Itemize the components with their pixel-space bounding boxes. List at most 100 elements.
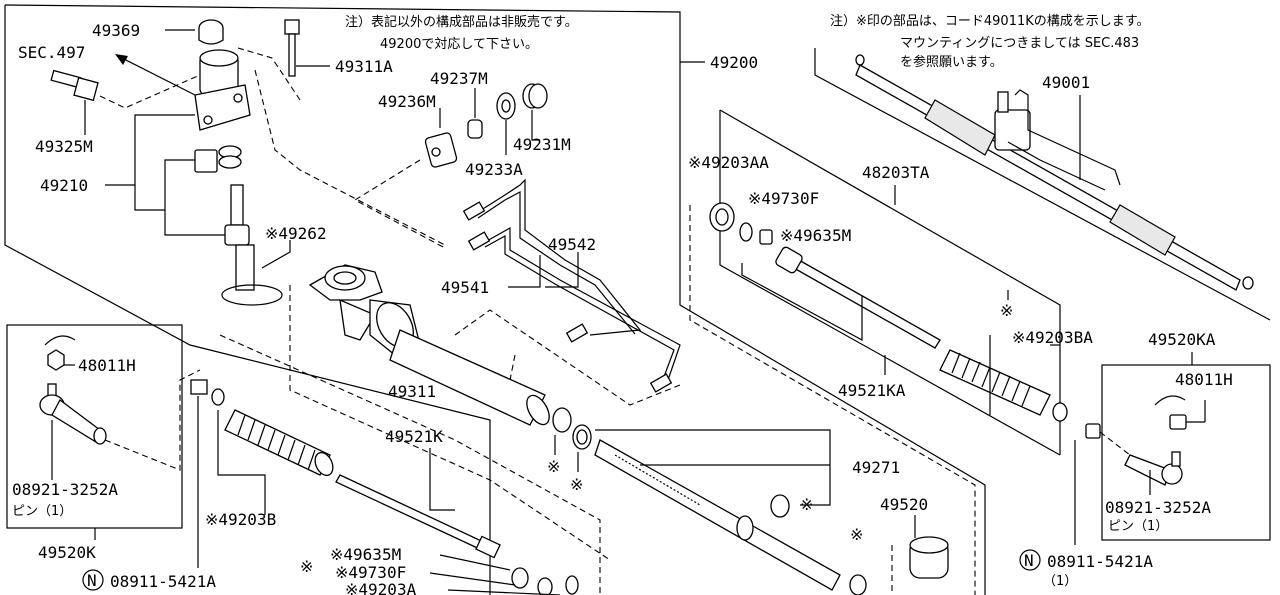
leader-49271: [595, 429, 831, 506]
label-49262: ※49262: [265, 224, 327, 243]
boot-49203BA: [939, 349, 1068, 422]
sec497-arrowhead: [115, 54, 128, 65]
bushing-49520: [909, 536, 949, 579]
asterisk-ring-bottom: ※: [850, 525, 863, 544]
label-49203AA: ※49203AA: [688, 153, 769, 172]
label-08911-left: 08911-5421A: [110, 572, 216, 591]
label-49325M: 49325M: [35, 137, 93, 156]
label-49203BA: ※49203BA: [1012, 328, 1093, 347]
frame-49200-left: [4, 5, 491, 595]
label-49237M: 49237M: [430, 69, 488, 88]
leader-49542: [545, 252, 579, 288]
label-49203B: ※49203B: [205, 510, 276, 529]
ring-bottom: [849, 574, 867, 595]
label-49311: 49311: [388, 382, 436, 401]
label-49520KA: 49520KA: [1148, 330, 1216, 349]
leader-49231M: [531, 110, 540, 141]
rack-49271: [594, 439, 841, 591]
right-lock-49635M: [759, 229, 773, 245]
leader-49203A: [447, 589, 561, 595]
spring-49237M: [467, 119, 483, 139]
label-49520: 49520: [880, 495, 928, 514]
tie-rod-49521KA: [775, 246, 941, 349]
right-washer-49730F: [739, 222, 753, 242]
leader-49210-a: [105, 114, 195, 186]
label-48203TA: 48203TA: [862, 163, 930, 182]
yoke-49236M: [424, 132, 458, 168]
label-49200: 49200: [710, 53, 758, 72]
sec497-arrow-line: [121, 57, 196, 96]
label-49210: 49210: [40, 176, 88, 195]
leader-49635M-b: [439, 554, 511, 571]
circled-n-left: [82, 569, 104, 591]
note-top-right-line1: 注）※印の部品は、コード49011Kの構成を示します。: [830, 14, 1149, 29]
pressure-tubes: [462, 178, 681, 393]
leader-49521K: [429, 448, 455, 511]
label-49521K: 49521K: [385, 427, 443, 446]
plug-49231M: [522, 83, 548, 109]
circled-n-left-letter: N: [87, 571, 97, 590]
label-08911-right: 08911-5421A: [1047, 552, 1153, 571]
label-pin-right: ピン（1）: [1108, 519, 1168, 534]
note-top-center-line1: 注）表記以外の構成部品は非販売です。: [345, 14, 578, 30]
label-49635M-bottom: ※49635M: [330, 545, 401, 564]
label-qty-right: （1）: [1043, 574, 1077, 589]
label-49730F-bottom: ※49730F: [335, 563, 406, 582]
label-49730F-right: ※49730F: [748, 189, 819, 208]
label-49521KA: 49521KA: [838, 381, 906, 400]
pinion-housing: [194, 19, 251, 131]
boot-49203B: [224, 409, 334, 477]
tie-rod-49521K: [335, 474, 579, 595]
dash-bolt: [237, 47, 301, 101]
label-49231M: 49231M: [513, 135, 571, 154]
tie-rod-end-right: [1085, 395, 1187, 486]
dash-housing: [254, 69, 446, 246]
rack-seals: [552, 407, 790, 518]
asterisk-left-rod: ※: [300, 557, 313, 576]
label-49311A: 49311A: [335, 57, 393, 76]
asterisk-rack-seal: ※: [800, 495, 813, 514]
label-49271: 49271: [852, 458, 900, 477]
leader-49521KA: [741, 263, 863, 342]
right-clamp-49203AA: [709, 202, 735, 232]
frame-49200-right: [4, 4, 986, 595]
asterisk-seal2: ※: [570, 475, 583, 494]
leader-49730F-b: [429, 572, 516, 586]
frame-49001-bottom: [814, 48, 1271, 321]
label-08921-left: 08921-3252A: [12, 480, 118, 499]
small-ring-left: [190, 379, 225, 406]
label-sec497: SEC.497: [18, 43, 85, 62]
frame-48203TA-left: [719, 110, 1061, 456]
label-48011H-left: 48011H: [78, 356, 136, 375]
box-49520KA: [1101, 364, 1271, 541]
dash-tubes2: [509, 354, 516, 381]
pinion-gear-49262: [221, 184, 283, 306]
dash-rack-left2: [219, 334, 601, 595]
dash-yoke: [353, 159, 446, 249]
circled-n-right-letter: N: [1024, 551, 1034, 570]
leader-49210-b: [134, 159, 195, 211]
label-49542: 49542: [548, 235, 596, 254]
bolt-49311A: [284, 19, 300, 77]
label-49203A: ※49203A: [345, 580, 417, 595]
label-49541: 49541: [441, 278, 489, 297]
leader-49210-c: [164, 210, 225, 236]
note-top-right-line3: を参照願います。: [900, 54, 1003, 70]
label-08921-right: 08921-3252A: [1105, 498, 1211, 517]
label-pin-left: ピン（1）: [12, 504, 72, 519]
seal-set: [194, 145, 242, 173]
asterisk-right-frame: ※: [1000, 301, 1013, 320]
label-49635M-right: ※49635M: [780, 226, 851, 245]
note-top-center-line2: 49200で対応して下さい。: [380, 37, 538, 52]
dash-tubes: [454, 309, 681, 406]
dash-rack-left: [289, 285, 611, 561]
asterisk-seal1: ※: [547, 457, 560, 476]
leader-49203B: [217, 410, 266, 515]
tie-rod-end-left: [39, 335, 107, 445]
note-top-right-line2: マウンティングにつきましては SEC.483: [900, 36, 1139, 51]
leader-49262: [261, 240, 291, 269]
label-49233A: 49233A: [465, 160, 523, 179]
label-49001: 49001: [1042, 73, 1090, 92]
label-48011H-right: 48011H: [1175, 370, 1233, 389]
